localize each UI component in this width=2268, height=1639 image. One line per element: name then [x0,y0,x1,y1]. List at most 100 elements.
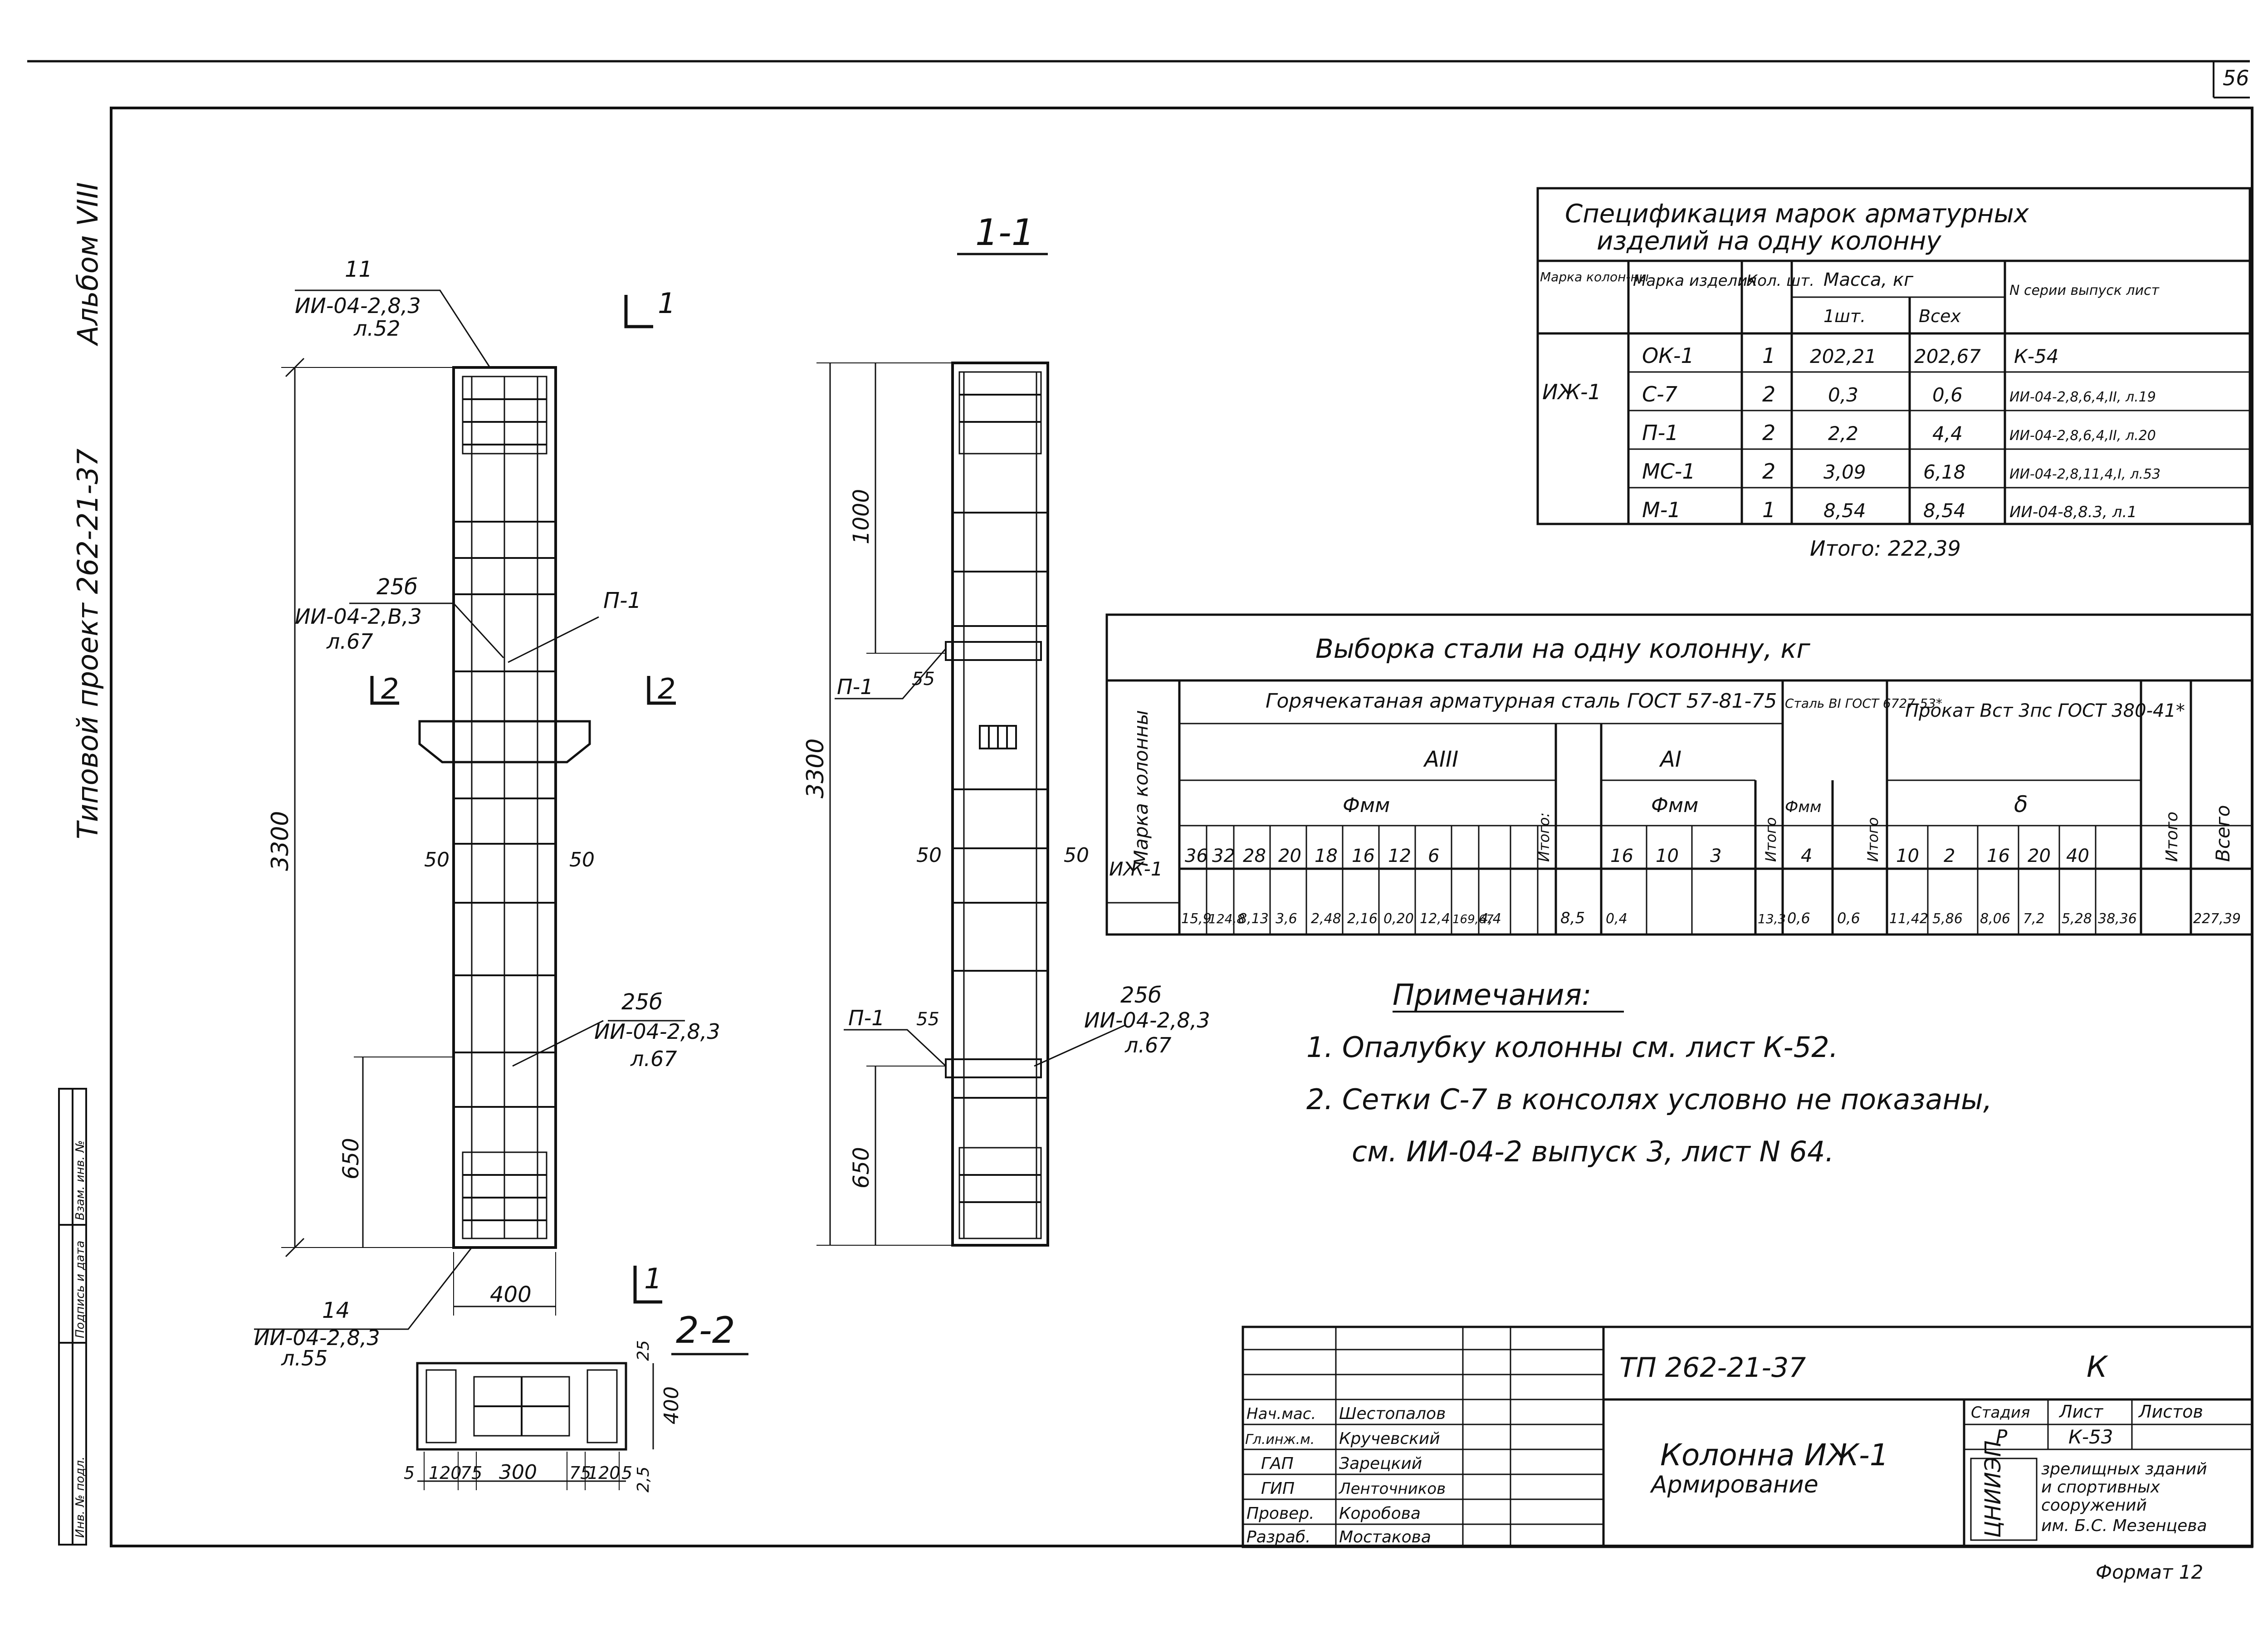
elev-mark-low-sheet: л.67 [630,1047,677,1071]
spec-row-izd: ОК-1 [1642,343,1694,368]
spec-hdr-marka-kolonny: Марка колон-ны [1540,269,1649,284]
tb-stadia: Р [1996,1426,2008,1448]
steel-row-header: Марка колонны [1130,710,1152,866]
spec-hdr-massa-1: 1шт. [1823,306,1866,326]
spec-table-grid [1536,187,2251,525]
spec-row-ref: ИИ-04-2,8,6,4,II, л.19 [2009,389,2156,405]
steel-title: Выборка стали на одну колонну, кг [1315,633,1810,664]
steel-delta: δ [2014,791,2028,817]
tb-staff-role: Провер. [1246,1504,1315,1523]
steel-val: 5,28 [2062,911,2092,927]
spec-row-mall: 202,67 [1914,345,1981,367]
steel-val: 2,48 [1311,911,1341,927]
spec-row-izd: П-1 [1642,421,1678,445]
spec-row-izd: С-7 [1642,382,1677,406]
tb-name-1: Колонна ИЖ-1 [1660,1438,1889,1473]
column-elevation [254,289,685,1330]
steel-val: 2,16 [1347,911,1378,927]
spec-column-mark: ИЖ-1 [1542,380,1601,404]
steel-diam: 10 [1656,846,1679,866]
steel-diam: 16 [1352,846,1375,866]
spec-row-mall: 8,54 [1923,499,1966,522]
tb-stadia-label: Стадия [1971,1404,2030,1422]
spec-row-mall: 0,6 [1932,384,1963,406]
tb-staff-role: Разраб. [1246,1528,1310,1546]
elev-dim-cover-right: 50 [569,848,595,871]
steel-group1: Горячекатаная арматурная сталь ГОСТ 57-8… [1266,690,1777,713]
steel-val: 169,67 [1452,913,1494,926]
steel-phi-a1: Фмм [1651,794,1698,817]
steel-thick: 20 [2028,846,2051,866]
note-3: см. ИИ-04-2 выпуск 3, лист N 64. [1352,1135,1834,1168]
s22-dim-2: 75 [460,1463,482,1483]
steel-val: 124,8 [1208,911,1245,926]
s11-cover-right: 50 [1064,844,1089,867]
elev-mark-mid-count: 25б [376,574,418,600]
spec-row-ref: ИИ-04-2,8,6,4,II, л.20 [2009,428,2156,444]
tb-list-label: Лист [2058,1402,2104,1422]
steel-group1-a1: АI [1659,747,1681,772]
tb-code: ТП 262-21-37 [1619,1352,1806,1384]
spec-hdr-kol: Кол. шт. [1746,272,1814,290]
note-1: 1. Опалубку колонны см. лист К-52. [1306,1031,1838,1064]
steel-val: 11,42 [1889,911,1928,927]
spec-hdr-marka-izd: Марка изделия [1633,272,1757,290]
steel-diam: 32 [1212,846,1235,866]
s11-mark-ref: ИИ-04-2,8,3 [1084,1008,1210,1032]
tb-staff-name: Ленточников [1338,1480,1446,1498]
steel-val: 5,86 [1932,911,1963,927]
s22-dim-25b: 2,5 [634,1467,653,1492]
spec-row-ref: ИИ-04-2,8,11,4,I, л.53 [2009,466,2160,482]
spec-row-ref: ИИ-04-8,8.3, л.1 [2009,503,2137,521]
tb-staff-name: Мостакова [1339,1528,1431,1546]
s22-dim-0: 5 [404,1463,415,1483]
s11-mark-sheet: л.67 [1124,1033,1172,1057]
steel-val: 8,06 [1980,911,2010,927]
album-label: Альбом VIII [71,182,104,347]
s11-p1-top: П-1 [837,675,873,699]
steel-val: 0,20 [1383,911,1414,927]
elev-mark-bot-ref: ИИ-04-2,8,3 [254,1326,380,1350]
steel-diam: 36 [1185,846,1208,866]
spec-total: Итого: 222,39 [1810,536,1961,561]
steel-val: 227,39 [2193,911,2241,927]
spec-row-m1: 8,54 [1823,499,1866,522]
elev-mark-top-sheet: л.52 [353,316,401,341]
s22-dim-3: 300 [499,1461,537,1484]
steel-val: 15,9 [1181,911,1212,927]
steel-diam: 16 [1610,846,1633,866]
tb-staff-role: Нач.мас. [1246,1405,1316,1423]
elev-mark-top-ref: ИИ-04-2,8,3 [295,294,421,318]
steel-itogo-a1: Итого [1762,817,1779,862]
steel-val: 0,6 [1787,910,1810,927]
steel-diam: 3 [1710,846,1721,866]
steel-diam: 18 [1315,846,1338,866]
steel-group3: Прокат Вст 3пс ГОСТ 380-41* [1905,700,2185,721]
tb-staff-name: Зарецкий [1339,1454,1422,1473]
steel-thick: 16 [1987,846,2010,866]
tb-org-3: сооружений [2041,1496,2147,1515]
tb-list: К-53 [2068,1426,2113,1448]
elev-mark-p1: П-1 [603,588,641,613]
s22-dim-1: 120 [429,1463,462,1483]
s11-p1-top-dim: 55 [912,669,935,690]
elev-cut1-bottom: 1 [644,1262,662,1295]
steel-group2: Сталь ВI ГОСТ 6727-53* [1785,696,1942,711]
page-number: 56 [2223,66,2249,90]
elev-mark-mid-sheet: л.67 [326,629,373,654]
steel-val: 12,4 [1420,911,1450,927]
s22-dim-4: 75 [569,1463,591,1483]
s22-dim-400: 400 [660,1386,683,1424]
spec-row-mall: 6,18 [1923,461,1966,483]
steel-itogo-a3: Итого: [1535,812,1553,862]
spec-hdr-massa: Масса, кг [1823,269,1914,290]
spec-hdr-massa-all: Всех [1919,306,1961,326]
elev-dim-cover-left: 50 [424,848,450,871]
steel-val: 8,5 [1560,909,1585,927]
spec-row-kol: 2 [1762,459,1775,484]
elev-mark-low-count: 25б [621,989,663,1015]
steel-diam: 20 [1278,846,1301,866]
steel-val: 38,36 [2098,911,2137,927]
side-stamp-podpis: Подпись и дата [73,1241,87,1338]
side-stamp [58,1088,87,1546]
